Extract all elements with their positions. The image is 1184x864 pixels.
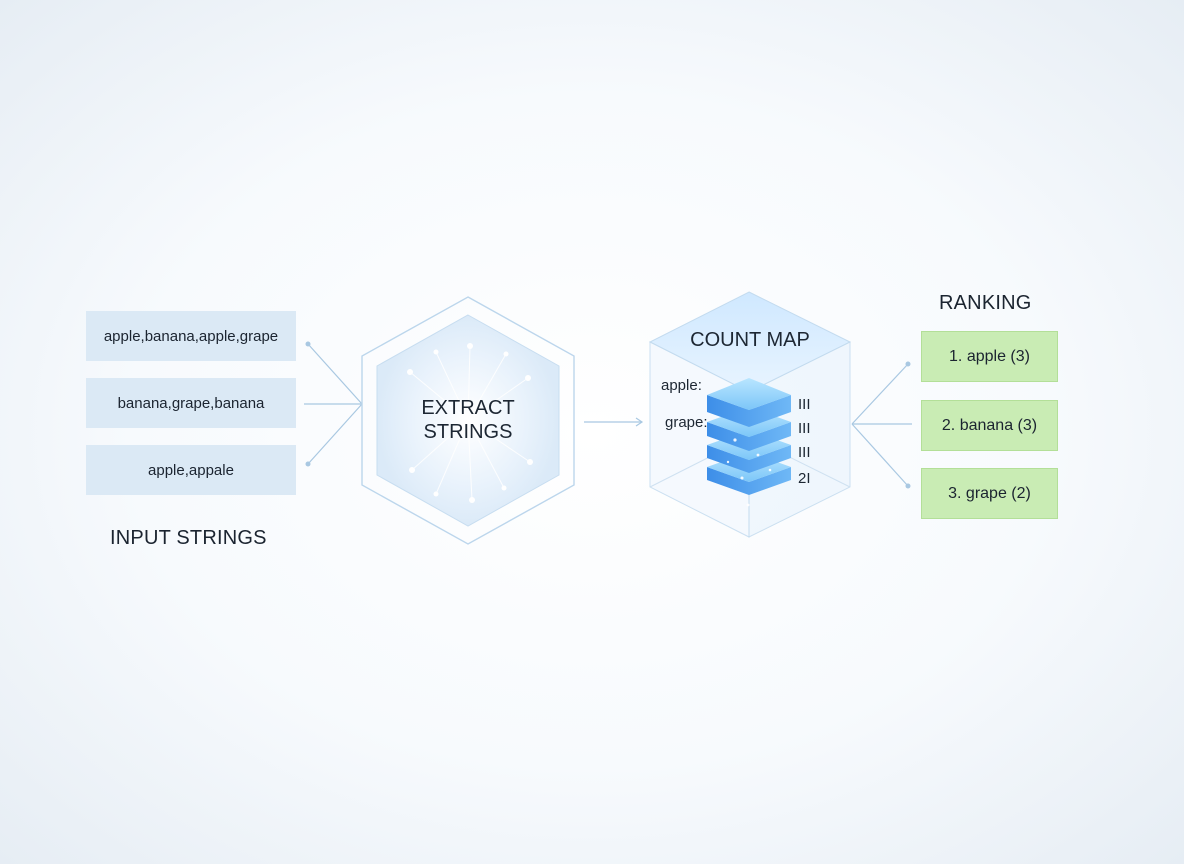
count-map-title: COUNT MAP [690, 329, 810, 351]
ranking-item-2: 2. banana (3) [921, 400, 1058, 451]
input-caption: INPUT STRINGS [110, 527, 267, 549]
tally-3: III [798, 444, 811, 461]
extract-label-line2: STRINGS [423, 421, 513, 443]
input-string-1: apple,banana,apple,grape [86, 311, 296, 361]
tally-2: III [798, 420, 811, 437]
connector-dot [905, 361, 911, 367]
ranking-item-3: 3. grape (2) [921, 468, 1058, 519]
ranking-connectors [851, 363, 912, 487]
tally-1: III [798, 396, 811, 413]
map-key-grape: grape: [665, 414, 708, 431]
ranking-caption: RANKING [939, 292, 1032, 314]
extract-label-line1: EXTRACT [421, 397, 515, 419]
data-stack-icon [707, 378, 791, 507]
connector-dot [305, 341, 311, 347]
extract-hexagon [361, 296, 575, 545]
count-map-cube [648, 291, 852, 538]
network-rays-icon [409, 345, 531, 501]
connector-dot [905, 483, 911, 489]
extract-label: EXTRACT STRINGS [398, 396, 538, 444]
input-string-2: banana,grape,banana [86, 378, 296, 428]
ranking-item-1: 1. apple (3) [921, 331, 1058, 382]
input-connectors [304, 343, 363, 465]
map-key-apple: apple: [661, 377, 702, 394]
connector-dot [305, 461, 311, 467]
arrow-to-count-map [584, 417, 644, 427]
input-string-3: apple,appale [86, 445, 296, 495]
tally-4: 2I [798, 470, 811, 487]
